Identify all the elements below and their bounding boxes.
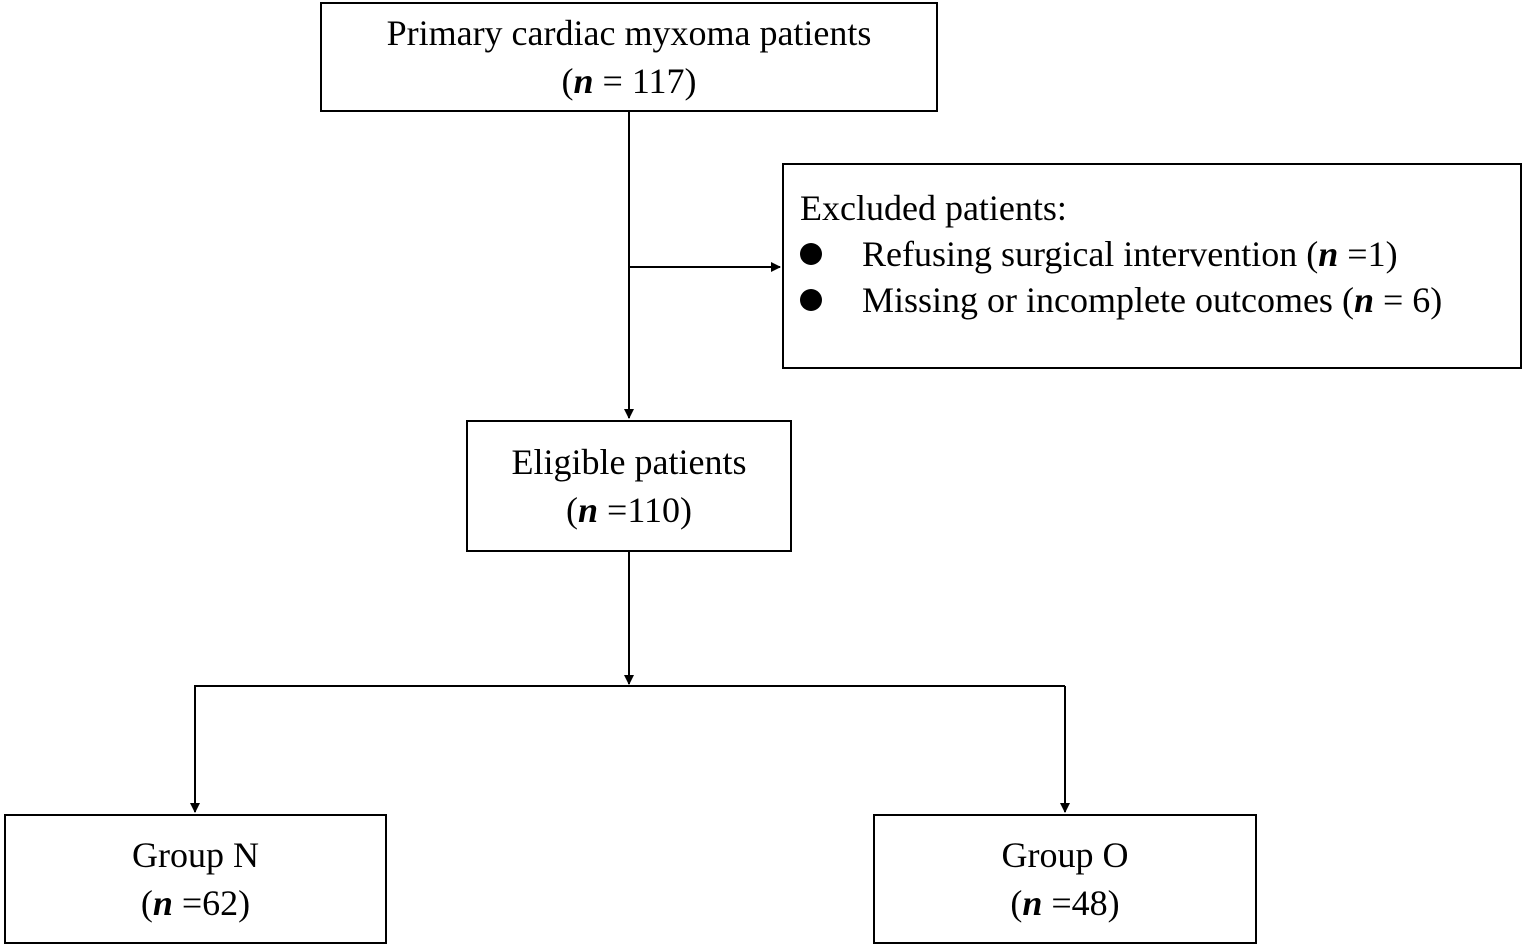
box-eligible-patients: Eligible patients (n =110) <box>466 420 792 552</box>
box-group-o-count: (n =48) <box>1010 883 1120 923</box>
box-group-n-count: (n =62) <box>140 883 251 923</box>
bullet-icon <box>800 289 822 311</box>
box-total-title: Primary cardiac myxoma patients <box>386 13 872 53</box>
box-eligible-count: (n =110) <box>565 490 692 530</box>
excluded-item: Missing or incomplete outcomes (n = 6) <box>800 277 1442 323</box>
box-excluded-title: Excluded patients: <box>800 188 1067 228</box>
box-total-patients: Primary cardiac myxoma patients (n = 117… <box>320 2 938 112</box>
excluded-item: Refusing surgical intervention (n =1) <box>800 231 1398 277</box>
box-excluded-patients: Excluded patients: Refusing surgical int… <box>782 163 1522 369</box>
box-eligible-title: Eligible patients <box>511 442 747 482</box>
box-group-n-title: Group N <box>132 835 259 875</box>
box-group-n: Group N (n =62) <box>4 814 387 944</box>
bullet-icon <box>800 243 822 265</box>
box-total-count: (n = 117) <box>561 61 697 101</box>
box-group-o-title: Group O <box>1001 835 1129 875</box>
box-group-o: Group O (n =48) <box>873 814 1257 944</box>
